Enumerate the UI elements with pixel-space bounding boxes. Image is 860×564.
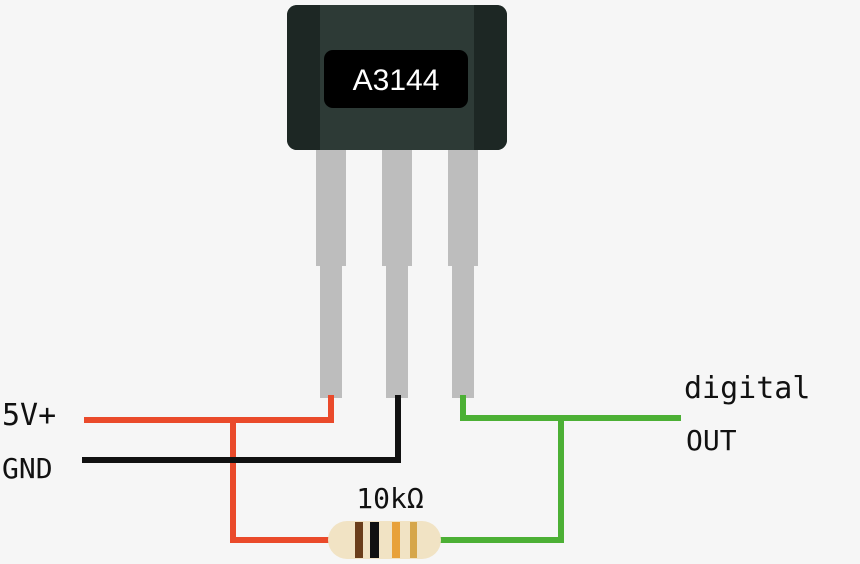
hall-sensor-chip: A3144 <box>287 5 507 150</box>
chip-label-plate <box>324 50 468 108</box>
gnd-label: GND <box>2 452 53 485</box>
wire-out-branch <box>435 415 564 543</box>
vcc-label: 5V+ <box>2 398 56 433</box>
pin-vcc <box>316 148 346 398</box>
pin-gnd <box>382 148 412 398</box>
pull-up-resistor: 10kΩ <box>328 482 441 559</box>
wire-vcc-branch <box>230 417 337 543</box>
wire-vcc <box>84 395 334 423</box>
wire-gnd <box>82 395 401 463</box>
resistor-value-label: 10kΩ <box>356 482 423 515</box>
sensor-pins <box>316 148 478 398</box>
output-label-line2: OUT <box>686 424 737 457</box>
chip-model-label: A3144 <box>353 64 440 97</box>
output-label-line1: digital <box>684 371 810 406</box>
wire-out <box>460 395 681 421</box>
wires <box>82 395 681 543</box>
pin-out <box>448 148 478 398</box>
